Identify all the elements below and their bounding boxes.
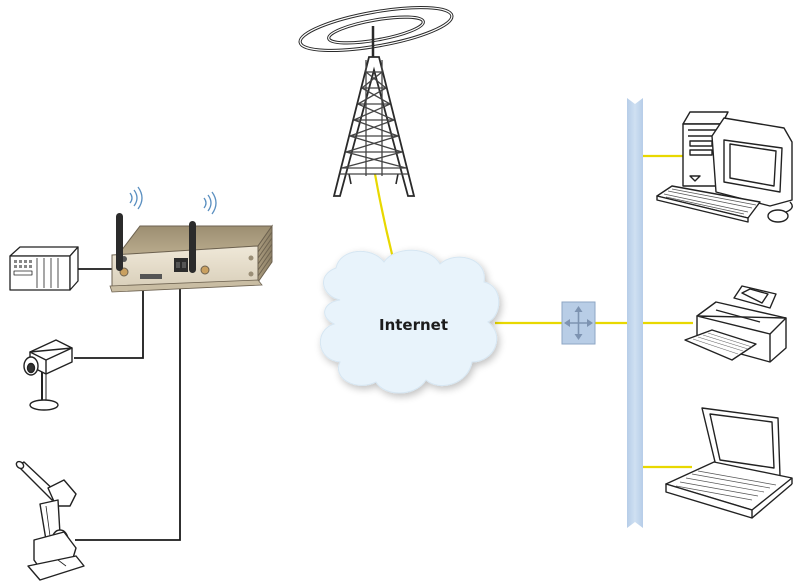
desktop-computer-icon xyxy=(656,111,793,223)
wifi-signal-icon xyxy=(203,191,217,215)
lan-bus xyxy=(627,98,643,528)
link-router-robot xyxy=(75,288,181,541)
network-switch-icon xyxy=(561,301,596,345)
radio-tower-icon xyxy=(298,5,454,197)
plc-icon xyxy=(9,246,79,291)
internet-label: Internet xyxy=(379,316,448,334)
antenna-right xyxy=(189,221,196,273)
printer-icon xyxy=(684,285,787,363)
ip-camera-icon xyxy=(23,339,73,411)
wifi-signal-icon xyxy=(129,186,143,210)
industrial-robot-icon xyxy=(15,460,85,581)
laptop-icon xyxy=(665,407,793,519)
wired-links xyxy=(74,268,181,541)
antenna-left xyxy=(116,213,123,271)
link-router-camera xyxy=(74,288,144,359)
industrial-router-icon xyxy=(109,186,273,293)
internet-cloud: Internet xyxy=(319,249,500,394)
